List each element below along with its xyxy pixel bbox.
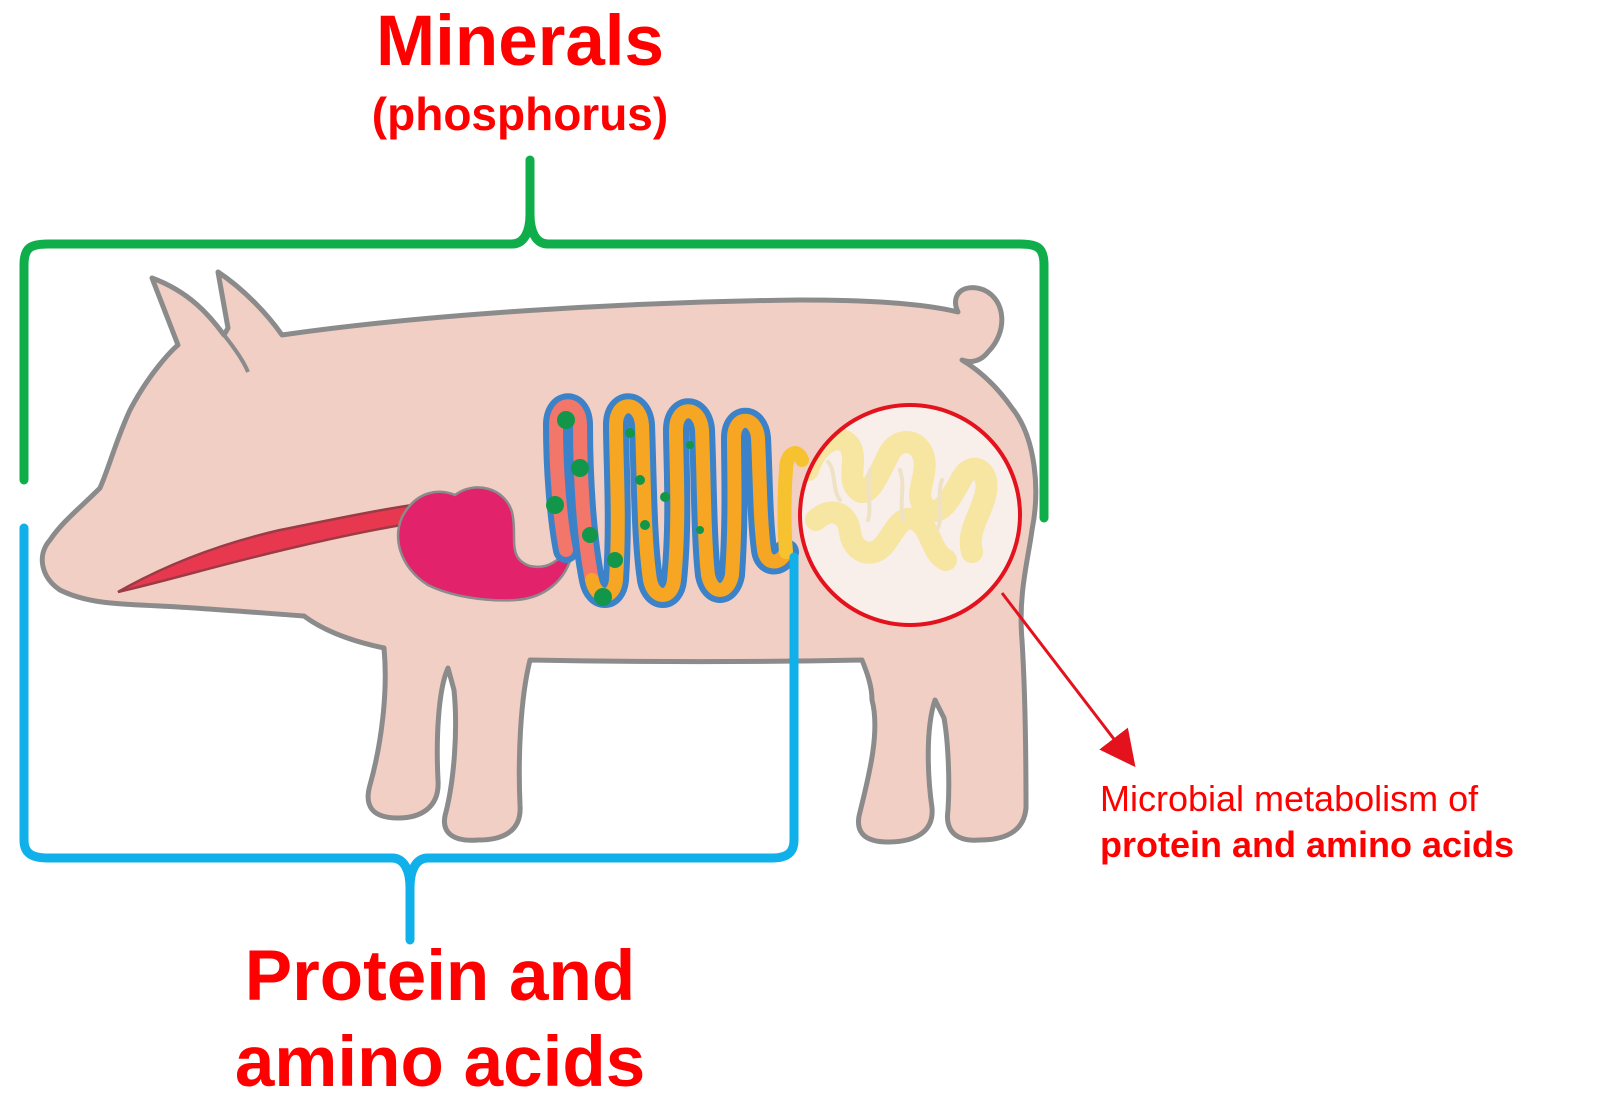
absorption-dot [557,411,575,429]
magnifier-lens [800,405,1020,625]
absorption-dot [607,552,623,568]
minerals-subtitle: (phosphorus) [340,86,700,142]
absorption-dot [660,492,670,502]
minerals-title: Minerals [340,2,700,82]
absorption-dot [635,475,645,485]
callout-text: Microbial metabolism of protein and amin… [1100,776,1514,868]
absorption-dot [571,459,589,477]
absorption-dot [686,441,694,449]
callout-line1: Microbial metabolism of [1100,776,1514,822]
absorption-dot [582,527,598,543]
absorption-dot [594,588,612,606]
protein-title-line1: Protein and [150,934,730,1020]
absorption-dot [696,526,704,534]
absorption-dot [640,520,650,530]
protein-title-line2: amino acids [150,1020,730,1106]
protein-title: Protein and amino acids [150,934,730,1106]
absorption-dot [546,496,564,514]
absorption-dot [625,428,635,438]
callout-line2: protein and amino acids [1100,822,1514,868]
